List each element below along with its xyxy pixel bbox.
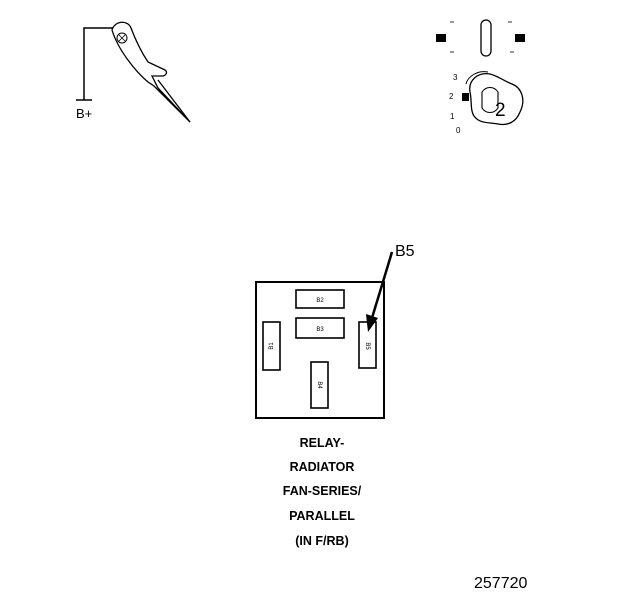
callout-label: B5 bbox=[395, 243, 415, 260]
figure-number: 257720 bbox=[474, 575, 527, 592]
key-slot bbox=[480, 19, 492, 57]
caption-line-1: RELAY- bbox=[300, 436, 345, 450]
position-2-label: 2 bbox=[449, 92, 454, 101]
callout-arrow-line bbox=[370, 251, 394, 319]
terminal-b3-label: B3 bbox=[316, 327, 324, 333]
probe-lead-wire bbox=[83, 27, 114, 100]
selected-position-label: 2 bbox=[495, 100, 506, 121]
terminal-b5-label: B5 bbox=[364, 342, 370, 350]
terminal-b4-label: B4 bbox=[316, 381, 322, 389]
switch-contact-right bbox=[515, 34, 525, 42]
caption-line-4: PARALLEL bbox=[289, 509, 355, 523]
terminal-b2-label: B2 bbox=[316, 298, 324, 304]
probe-bulb-icon bbox=[116, 32, 128, 44]
caption-line-2: RADIATOR bbox=[290, 460, 355, 474]
caption-line-3: FAN-SERIES/ bbox=[283, 484, 362, 498]
probe-tip bbox=[157, 79, 191, 123]
position-0-label: 0 bbox=[456, 126, 461, 135]
probe-handle bbox=[111, 21, 191, 123]
terminal-b1-label: B1 bbox=[269, 342, 275, 350]
terminal-b1 bbox=[262, 321, 281, 371]
terminal-b2 bbox=[295, 289, 345, 309]
test-light-probe: B+ bbox=[76, 21, 191, 123]
relay-caption: RELAY- RADIATOR FAN-SERIES/ PARALLEL (IN… bbox=[283, 436, 362, 548]
position-3-label: 3 bbox=[453, 73, 458, 82]
switch-contact-left bbox=[436, 34, 446, 42]
knob-grip bbox=[481, 86, 499, 114]
terminal-b3 bbox=[295, 317, 345, 339]
caption-line-5: (IN F/RB) bbox=[295, 534, 348, 548]
supply-label: B+ bbox=[76, 106, 92, 121]
ignition-switch: 3 2 1 0 2 bbox=[436, 19, 525, 135]
callout-arrowhead bbox=[366, 314, 378, 332]
relay-diagram: B2 B3 B1 B5 B4 B5 bbox=[255, 243, 415, 419]
position-indicator bbox=[462, 93, 469, 101]
position-1-label: 1 bbox=[450, 112, 455, 121]
terminal-b4 bbox=[310, 361, 329, 409]
knob-edge bbox=[465, 71, 489, 85]
